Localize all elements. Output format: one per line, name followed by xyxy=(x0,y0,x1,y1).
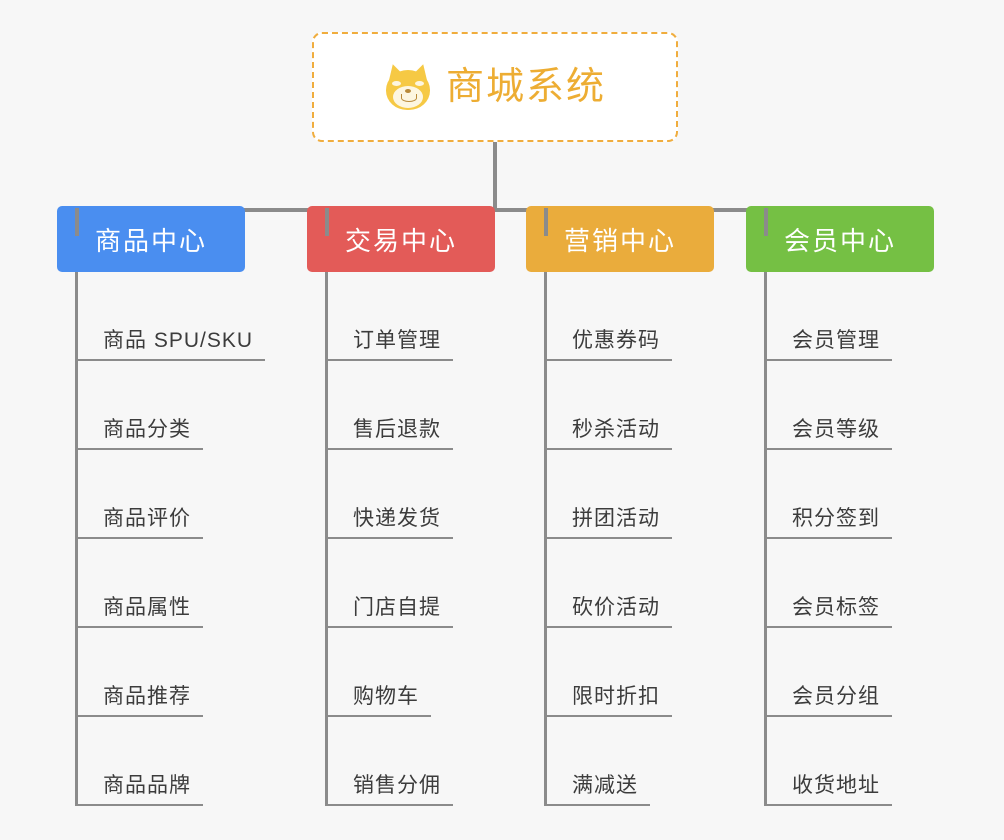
leaf-underline xyxy=(764,537,892,539)
leaf-item[interactable]: 会员标签 xyxy=(764,539,994,628)
leaf-label: 售后退款 xyxy=(353,418,441,441)
leaf-list: 会员管理会员等级积分签到会员标签会员分组收货地址 xyxy=(764,272,994,806)
leaf-item[interactable]: 砍价活动 xyxy=(544,539,774,628)
leaf-underline xyxy=(325,804,453,806)
leaf-label: 限时折扣 xyxy=(572,685,660,708)
leaf-label: 优惠券码 xyxy=(572,329,660,352)
leaf-label: 商品属性 xyxy=(103,596,191,619)
leaf-item[interactable]: 商品 SPU/SKU xyxy=(75,272,305,361)
leaf-item[interactable]: 会员等级 xyxy=(764,361,994,450)
leaf-item[interactable]: 会员管理 xyxy=(764,272,994,361)
leaf-label: 快递发货 xyxy=(353,507,441,530)
leaf-item[interactable]: 门店自提 xyxy=(325,539,555,628)
leaf-item[interactable]: 商品推荐 xyxy=(75,628,305,717)
leaf-label: 秒杀活动 xyxy=(572,418,660,441)
leaf-underline xyxy=(325,359,453,361)
leaf-underline xyxy=(75,448,203,450)
branch-header[interactable]: 会员中心 xyxy=(746,206,934,272)
leaf-label: 满减送 xyxy=(572,774,638,797)
shiba-inu-face-icon xyxy=(384,61,432,110)
leaf-list: 优惠券码秒杀活动拼团活动砍价活动限时折扣满减送 xyxy=(544,272,774,806)
leaf-label: 商品分类 xyxy=(103,418,191,441)
leaf-underline xyxy=(764,804,892,806)
branch-spine xyxy=(764,272,767,806)
leaf-item[interactable]: 限时折扣 xyxy=(544,628,774,717)
connector-drop-3 xyxy=(544,208,548,236)
leaf-underline xyxy=(544,804,650,806)
leaf-label: 商品评价 xyxy=(103,507,191,530)
leaf-item[interactable]: 优惠券码 xyxy=(544,272,774,361)
leaf-label: 商品 SPU/SKU xyxy=(103,329,254,352)
leaf-underline xyxy=(544,626,672,628)
leaf-item[interactable]: 收货地址 xyxy=(764,717,994,806)
leaf-label: 会员标签 xyxy=(792,596,880,619)
leaf-label: 商品品牌 xyxy=(103,774,191,797)
leaf-label: 会员分组 xyxy=(792,685,880,708)
leaf-item[interactable]: 销售分佣 xyxy=(325,717,555,806)
branch-spine xyxy=(325,272,328,806)
leaf-list: 商品 SPU/SKU 商品分类商品评价商品属性商品推荐商品品牌 xyxy=(75,272,305,806)
leaf-underline xyxy=(75,359,265,361)
leaf-underline xyxy=(325,537,453,539)
connector-root-stem xyxy=(493,142,497,210)
connector-drop-1 xyxy=(75,208,79,236)
branch-spine xyxy=(75,272,78,806)
leaf-label: 门店自提 xyxy=(353,596,441,619)
branch-header[interactable]: 商品中心 xyxy=(57,206,245,272)
leaf-label: 订单管理 xyxy=(353,329,441,352)
leaf-label: 收货地址 xyxy=(792,774,880,797)
leaf-underline xyxy=(325,715,431,717)
leaf-label: 购物车 xyxy=(353,685,419,708)
leaf-item[interactable]: 快递发货 xyxy=(325,450,555,539)
leaf-underline xyxy=(75,804,203,806)
leaf-label: 商品推荐 xyxy=(103,685,191,708)
leaf-underline xyxy=(325,626,453,628)
branch-4: 会员中心会员管理会员等级积分签到会员标签会员分组收货地址 xyxy=(746,206,934,806)
root-title: 商城系统 xyxy=(445,66,606,108)
leaf-item[interactable]: 商品属性 xyxy=(75,539,305,628)
leaf-underline xyxy=(544,448,672,450)
leaf-label: 会员等级 xyxy=(792,418,880,441)
leaf-label: 拼团活动 xyxy=(572,507,660,530)
leaf-item[interactable]: 积分签到 xyxy=(764,450,994,539)
root-node[interactable]: 商城系统 xyxy=(312,32,678,142)
connector-drop-4 xyxy=(764,208,768,236)
connector-horizontal-bus xyxy=(150,208,854,212)
leaf-underline xyxy=(544,537,672,539)
branch-2: 交易中心订单管理售后退款快递发货门店自提购物车销售分佣 xyxy=(307,206,495,806)
branch-spine xyxy=(544,272,547,806)
leaf-item[interactable]: 购物车 xyxy=(325,628,555,717)
connector-drop-2 xyxy=(325,208,329,236)
leaf-item[interactable]: 售后退款 xyxy=(325,361,555,450)
leaf-underline xyxy=(764,448,892,450)
leaf-underline xyxy=(75,626,203,628)
leaf-item[interactable]: 拼团活动 xyxy=(544,450,774,539)
branch-header[interactable]: 交易中心 xyxy=(307,206,495,272)
leaf-underline xyxy=(325,448,453,450)
leaf-underline xyxy=(544,715,672,717)
leaf-item[interactable]: 商品分类 xyxy=(75,361,305,450)
leaf-label: 砍价活动 xyxy=(572,596,660,619)
leaf-underline xyxy=(75,537,203,539)
leaf-underline xyxy=(75,715,203,717)
leaf-underline xyxy=(544,359,672,361)
leaf-label: 积分签到 xyxy=(792,507,880,530)
branch-header[interactable]: 营销中心 xyxy=(526,206,714,272)
leaf-underline xyxy=(764,715,892,717)
leaf-item[interactable]: 满减送 xyxy=(544,717,774,806)
leaf-item[interactable]: 秒杀活动 xyxy=(544,361,774,450)
branch-3: 营销中心优惠券码秒杀活动拼团活动砍价活动限时折扣满减送 xyxy=(526,206,714,806)
leaf-item[interactable]: 商品评价 xyxy=(75,450,305,539)
leaf-list: 订单管理售后退款快递发货门店自提购物车销售分佣 xyxy=(325,272,555,806)
branch-1: 商品中心商品 SPU/SKU 商品分类商品评价商品属性商品推荐商品品牌 xyxy=(57,206,265,806)
leaf-label: 会员管理 xyxy=(792,329,880,352)
leaf-label: 销售分佣 xyxy=(353,774,441,797)
leaf-item[interactable]: 会员分组 xyxy=(764,628,994,717)
leaf-underline xyxy=(764,626,892,628)
leaf-item[interactable]: 商品品牌 xyxy=(75,717,305,806)
leaf-item[interactable]: 订单管理 xyxy=(325,272,555,361)
leaf-underline xyxy=(764,359,892,361)
